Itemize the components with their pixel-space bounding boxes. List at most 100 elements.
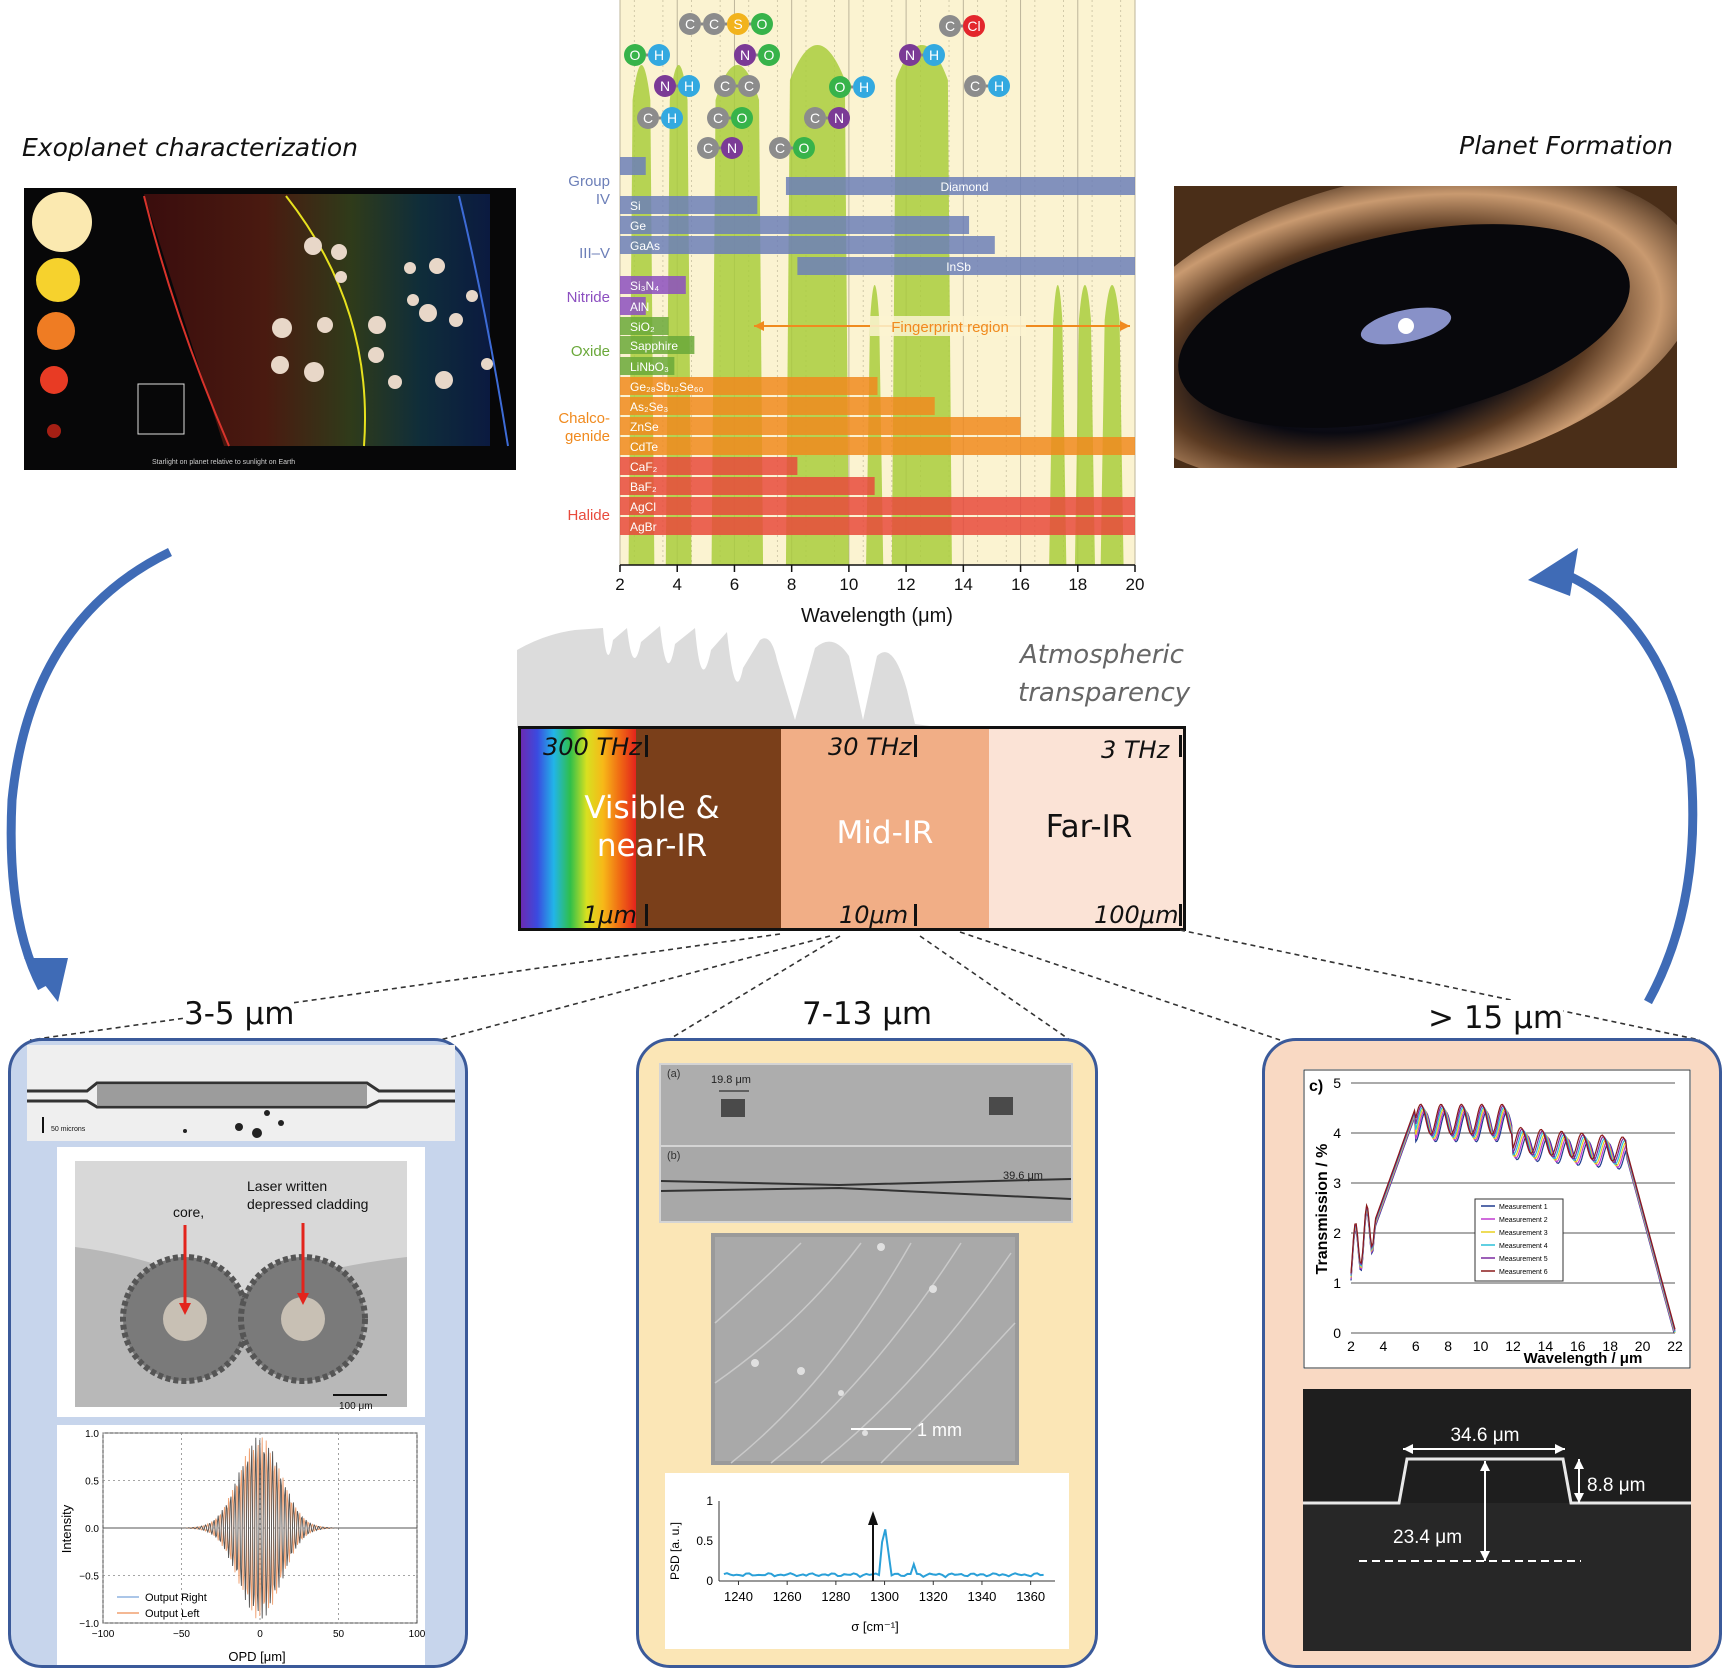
x-tick-label: 8 <box>787 575 796 594</box>
trans-x-tick: 2 <box>1347 1338 1355 1354</box>
group-label: III–V <box>579 245 610 262</box>
material-bar <box>620 377 878 395</box>
trans-x-tick: 14 <box>1538 1338 1554 1354</box>
atom-icon <box>988 75 1010 97</box>
atom-icon <box>923 44 945 66</box>
svg-text:O: O <box>835 79 846 95</box>
psd-x-label: σ [cm⁻¹] <box>851 1619 898 1634</box>
atom-icon <box>661 107 683 129</box>
svg-text:H: H <box>929 47 939 63</box>
material-bar-label: BaF₂ <box>630 480 657 494</box>
band-far-ir: Far-IR <box>1045 809 1133 845</box>
psd-y-tick: 0 <box>706 1574 713 1588</box>
atom-icon <box>721 137 743 159</box>
interf-y-tick: 0.0 <box>85 1524 99 1535</box>
trans-x-tick: 8 <box>1444 1338 1452 1354</box>
material-bar <box>620 497 1135 515</box>
absorption-region <box>1074 285 1095 565</box>
group-label: Group <box>568 173 610 190</box>
sem-width-b: 39.6 μm <box>1003 1170 1043 1182</box>
legend-measurement: Measurement 5 <box>1499 1256 1548 1263</box>
cladding-label-line: Laser written <box>247 1178 327 1194</box>
group-label: Oxide <box>571 343 610 360</box>
absorption-region <box>1049 285 1067 565</box>
interf-y-tick: −1.0 <box>79 1619 99 1630</box>
group-label: genide <box>565 428 610 445</box>
svg-text:C: C <box>970 78 980 94</box>
psd-x-tick: 1240 <box>724 1589 753 1604</box>
material-bar-label: AgCl <box>630 500 656 514</box>
x-tick-label: 18 <box>1068 575 1087 594</box>
waveguide-depth: 23.4 μm <box>1393 1527 1462 1548</box>
sem-waveguide-images: (a) 19.8 μm (b) 39.6 μm <box>659 1063 1073 1223</box>
right-curved-arrow <box>1528 548 1698 1005</box>
sem-label-b: (b) <box>667 1150 680 1162</box>
waveguide-height: 8.8 μm <box>1587 1475 1645 1496</box>
left-curved-arrow <box>6 547 172 1002</box>
group-label: Chalco- <box>558 410 610 427</box>
transmission-x-label: Wavelength / μm <box>1524 1350 1643 1367</box>
psd-x-tick: 1300 <box>870 1589 899 1604</box>
measurement-trace <box>1350 1103 1676 1330</box>
legend-measurement: Measurement 2 <box>1499 1217 1548 1224</box>
svg-text:H: H <box>859 79 869 95</box>
material-bar <box>620 317 669 335</box>
material-bar <box>620 336 695 354</box>
svg-text:C: C <box>709 16 719 32</box>
atom-icon <box>804 107 826 129</box>
legend-output-right: Output Right <box>145 1592 207 1604</box>
atom-icon <box>637 107 659 129</box>
core-label: core, <box>173 1204 204 1220</box>
legend-measurement: Measurement 3 <box>1499 1230 1548 1237</box>
atmospheric-transparency-curve <box>517 626 945 728</box>
freq-3thz: 3 THz <box>1101 736 1170 764</box>
wl-100um: 100μm <box>1094 901 1179 929</box>
material-bar <box>620 357 675 375</box>
output-right-trace <box>103 1437 417 1619</box>
atom-icon <box>714 75 736 97</box>
interferogram-x-label: OPD [μm] <box>228 1649 285 1664</box>
material-bar-label: AlN <box>630 300 649 314</box>
svg-text:C: C <box>810 110 820 126</box>
trans-y-tick: 1 <box>1333 1275 1341 1291</box>
svg-text:C: C <box>744 78 754 94</box>
x-tick-label: 20 <box>1126 575 1145 594</box>
freq-30thz: 30 THz <box>828 733 912 761</box>
chart-x-axis-label: Wavelength (μm) <box>801 605 953 627</box>
material-bar-label: GaAs <box>630 239 660 253</box>
svg-text:H: H <box>994 78 1004 94</box>
x-tick-label: 2 <box>615 575 624 594</box>
svg-text:H: H <box>684 78 694 94</box>
interf-y-tick: −0.5 <box>79 1572 99 1583</box>
psd-y-tick: 1 <box>706 1494 713 1508</box>
micrograph-scale: 50 microns <box>51 1126 86 1133</box>
waveguide-cross-section: 34.6 μm 8.8 μm 23.4 μm <box>1303 1389 1691 1651</box>
curved-arrow-icon <box>1528 548 1578 596</box>
svg-text:C: C <box>713 110 723 126</box>
atom-icon <box>769 137 791 159</box>
material-bar <box>620 276 686 294</box>
atom-icon <box>678 75 700 97</box>
interf-y-tick: 1.0 <box>85 1429 99 1440</box>
material-bar-label: Sapphire <box>630 339 678 353</box>
material-bar-label: Diamond <box>940 180 988 194</box>
svg-text:C: C <box>720 78 730 94</box>
svg-text:N: N <box>905 47 915 63</box>
plot-tag-c: c) <box>1309 1078 1323 1095</box>
group-label: Nitride <box>567 289 610 306</box>
photo-scale: 100 μm <box>339 1401 373 1412</box>
atom-icon <box>697 137 719 159</box>
interf-x-tick: 0 <box>257 1629 263 1640</box>
svg-text:H: H <box>654 47 664 63</box>
atom-icon <box>828 107 850 129</box>
material-bar <box>620 437 1135 455</box>
svg-text:N: N <box>834 110 844 126</box>
interf-x-tick: 100 <box>409 1629 425 1640</box>
svg-text:C: C <box>643 110 653 126</box>
trans-y-tick: 5 <box>1333 1075 1341 1091</box>
trans-y-tick: 0 <box>1333 1325 1341 1341</box>
svg-text:O: O <box>764 47 775 63</box>
cladding-waveguide-photo: core, Laser written depressed cladding 1… <box>57 1147 425 1417</box>
